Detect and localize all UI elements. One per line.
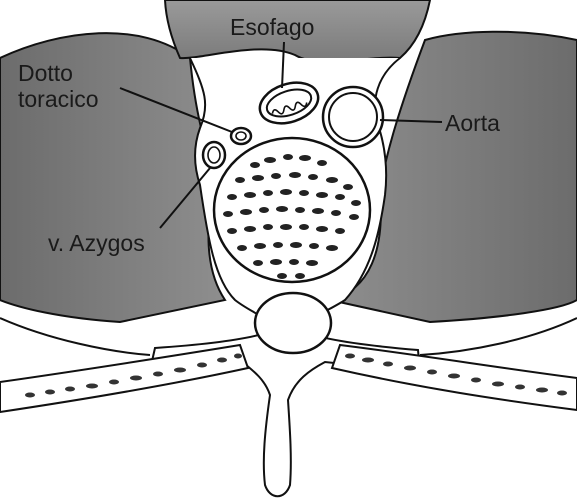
- thoracic-duct: [231, 128, 251, 144]
- pleura-line-left: [0, 318, 150, 355]
- label-azygos: v. Azygos: [48, 230, 145, 256]
- pleura-line-right: [420, 318, 577, 355]
- azygos-vein: [203, 142, 225, 168]
- label-esofago: Esofago: [230, 14, 314, 40]
- aorta: [323, 87, 383, 147]
- left-rib: [0, 345, 248, 412]
- label-dotto-toracico: Dotto toracico: [18, 60, 99, 112]
- label-dotto-line2: toracico: [18, 86, 99, 112]
- label-aorta: Aorta: [445, 110, 500, 136]
- spinal-canal: [255, 293, 331, 353]
- label-dotto-line1: Dotto: [18, 60, 99, 86]
